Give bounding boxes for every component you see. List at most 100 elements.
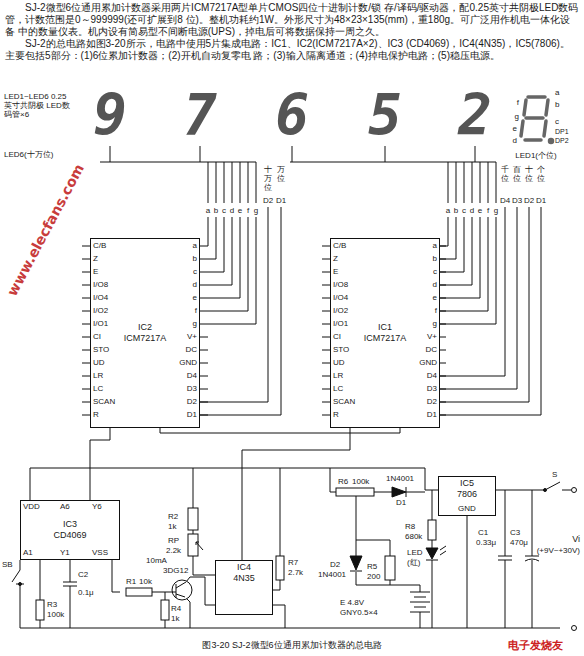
component-label: 千位 xyxy=(501,166,509,184)
pin-label: D2 xyxy=(187,397,197,406)
component-label: D2 xyxy=(330,560,340,569)
pin-label: I/O1 xyxy=(333,319,348,328)
component-symbols xyxy=(36,600,44,620)
component-label: D1 xyxy=(396,498,406,507)
component-label: d xyxy=(470,206,474,215)
digit-drive-line xyxy=(440,207,529,402)
pin-label: GND xyxy=(419,358,437,367)
pin-label: VDD xyxy=(23,502,40,511)
pin-stub xyxy=(200,376,208,377)
digit-bus-rails xyxy=(290,146,496,162)
segment-bus-line xyxy=(440,162,448,246)
component-label: LED1(个位) xyxy=(515,151,556,160)
digit-drive-line xyxy=(200,207,281,415)
seven-seg-diagram xyxy=(550,140,553,143)
ic-designator: IC4 xyxy=(237,562,251,573)
component-label: C1 xyxy=(478,528,488,537)
pin-label: STO xyxy=(333,345,349,354)
circuit-wires xyxy=(505,490,532,628)
pin-label: b xyxy=(433,254,437,263)
component-label: DP1 xyxy=(555,128,569,136)
pin-label: D3 xyxy=(427,384,437,393)
component-label: LED6(十万位) xyxy=(4,150,53,159)
pin-label: D4 xyxy=(427,371,437,380)
pin-label: A1 xyxy=(23,548,33,557)
pin-stub xyxy=(200,337,208,338)
pin-label: C/B xyxy=(333,241,346,250)
component-label: D1 xyxy=(276,196,286,205)
seven-seg-diagram xyxy=(526,116,543,120)
pin-label: LR xyxy=(93,371,103,380)
pin-label: UD xyxy=(333,358,345,367)
segment-bus-line xyxy=(200,162,232,285)
component-label: D2 xyxy=(263,196,273,205)
component-label: e xyxy=(513,124,517,133)
component-label: R6 xyxy=(338,477,348,486)
component-symbols xyxy=(525,559,539,561)
pin-label: V+ xyxy=(187,332,197,341)
pin-label: VSS xyxy=(92,548,108,557)
pin-label: I/O8 xyxy=(93,280,108,289)
component-label: R7 xyxy=(288,558,298,567)
pin-label: D3 xyxy=(187,384,197,393)
component-label: 十位 xyxy=(525,166,533,184)
segment-bus-line xyxy=(200,162,216,259)
component-symbols xyxy=(336,488,374,496)
pin-label: UD xyxy=(93,358,105,367)
component-label: C3 xyxy=(510,528,520,537)
component-label: b xyxy=(454,206,458,215)
segment-bus-line xyxy=(440,162,464,272)
pin-label: I/O1 xyxy=(93,319,108,328)
component-label: f xyxy=(517,98,519,107)
pin-stub xyxy=(200,363,208,364)
segment-bus-line xyxy=(440,162,472,285)
component-label: E 4.8V xyxy=(340,598,364,607)
component-label: e xyxy=(238,206,242,215)
component-label: g xyxy=(515,112,519,121)
component-label: c xyxy=(555,117,559,126)
seven-segment-digit: 5 xyxy=(368,88,402,144)
seven-segment-digit: 7 xyxy=(183,88,217,144)
component-label: R8 xyxy=(405,522,415,531)
component-label: 470μ xyxy=(510,538,528,547)
component-label: 3DG12 xyxy=(163,566,188,575)
component-symbols xyxy=(188,508,198,530)
segment-bus-line xyxy=(440,162,456,259)
pin-label: c xyxy=(433,267,437,276)
segment-bus-line xyxy=(200,162,224,272)
ic-designator: IC3 xyxy=(63,519,77,530)
pin-label: D1 xyxy=(427,410,437,419)
pin-label: SCAN xyxy=(93,397,115,406)
digit-drive-line xyxy=(440,207,517,389)
segment-bus-line xyxy=(200,162,240,298)
component-label: R2 xyxy=(168,512,178,521)
pin-label: E xyxy=(93,267,98,276)
ic-designator: IC5 xyxy=(460,478,474,489)
component-symbols xyxy=(440,546,446,555)
component-label: 2.2k xyxy=(166,546,181,555)
component-label: D1 xyxy=(536,196,546,205)
component-label: b xyxy=(214,206,218,215)
component-label: Vi xyxy=(572,534,580,544)
component-label: 1N4001 xyxy=(318,570,346,579)
component-symbols xyxy=(544,489,547,492)
component-label: SB xyxy=(2,560,13,569)
watermark: www.elecfans.com xyxy=(3,161,86,298)
component-label: 200 xyxy=(367,572,380,581)
component-label: d xyxy=(230,206,234,215)
pin-label: CI xyxy=(333,332,341,341)
pin-label: E xyxy=(333,267,338,276)
seven-seg-diagram xyxy=(544,121,546,136)
circuit-connector xyxy=(242,428,350,560)
component-label: 万位 xyxy=(277,166,285,184)
pin-label: D1 xyxy=(187,410,197,419)
circuit-wires xyxy=(20,628,560,629)
pin-label: e xyxy=(193,293,197,302)
seven-seg-diagram xyxy=(525,138,541,142)
ic-part-number: ICM7217A xyxy=(124,333,167,344)
component-label: a xyxy=(446,206,450,215)
component-label: D3 xyxy=(512,196,522,205)
component-label: c xyxy=(462,206,466,215)
pin-label: D2 xyxy=(427,397,437,406)
circuit-connector xyxy=(160,428,400,433)
